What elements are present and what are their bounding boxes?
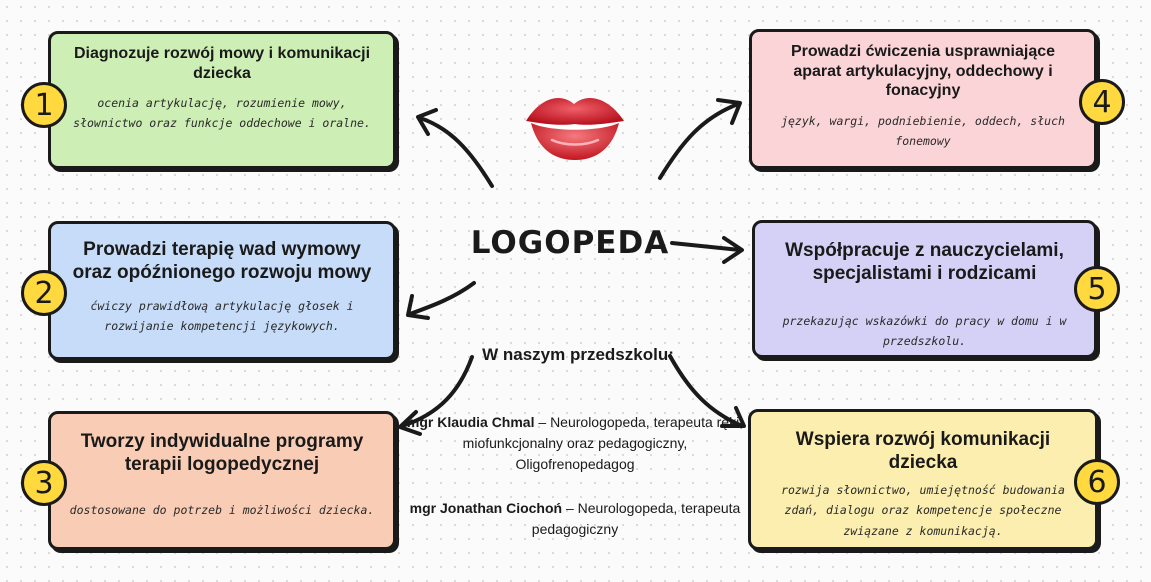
school-heading: W naszym przedszkolu: xyxy=(482,345,674,364)
arrow-icon xyxy=(406,281,476,320)
staff-entry: mgr Jonathan Ciochoń – Neurologopeda, te… xyxy=(405,498,745,540)
card-text: ćwiczy prawidłową artykulację głosek i r… xyxy=(90,299,354,334)
number-badge: 3 xyxy=(21,460,67,506)
card-title: Prowadzi terapię wad wymowy oraz opóźnio… xyxy=(72,239,372,284)
number-badge: 6 xyxy=(1074,459,1120,505)
card-text: rozwija słownictwo, umiejętność budowani… xyxy=(781,483,1065,538)
card-therapy: Prowadzi terapię wad wymowy oraz opóźnio… xyxy=(48,221,396,360)
card-title: Tworzy indywidualne programy terapii log… xyxy=(80,431,364,476)
staff-role: – Neurologopeda, terapeuta pedagogiczny xyxy=(531,500,741,537)
staff-role: – Neurologopeda, terapeuta ręki, miofunk… xyxy=(462,414,744,472)
card-programs: Tworzy indywidualne programy terapii log… xyxy=(48,411,396,550)
number-badge: 1 xyxy=(21,82,67,128)
card-text: ocenia artykulację, rozumienie mowy, sło… xyxy=(73,96,371,131)
card-title: Współpracuje z nauczycielami, specjalist… xyxy=(785,240,1064,285)
arrow-icon xyxy=(658,98,742,180)
card-diagnosis: Diagnozuje rozwój mowy i komunikacji dzi… xyxy=(48,31,396,169)
number-badge: 2 xyxy=(21,270,67,316)
card-text: język, wargi, podniebienie, oddech, słuc… xyxy=(781,113,1065,148)
card-communication: Wspiera rozwój komunikacji dziecka rozwi… xyxy=(748,409,1098,550)
card-cooperation: Współpracuje z nauczycielami, specjalist… xyxy=(752,220,1097,358)
arrow-icon xyxy=(668,354,746,428)
staff-name: mgr Klaudia Chmal xyxy=(406,414,535,430)
arrow-icon xyxy=(398,355,474,436)
center-title: LOGOPEDA xyxy=(470,225,670,261)
card-exercises: Prowadzi ćwiczenia usprawniające aparat … xyxy=(749,29,1097,169)
card-title: Wspiera rozwój komunikacji dziecka xyxy=(795,429,1051,474)
lips-icon xyxy=(526,97,624,160)
arrow-icon xyxy=(670,236,744,264)
number-badge: 5 xyxy=(1074,266,1120,312)
card-text: dostosowane do potrzeb i możliwości dzie… xyxy=(69,503,375,518)
staff-name: mgr Jonathan Ciochoń xyxy=(409,500,563,516)
number-badge: 4 xyxy=(1079,79,1125,125)
card-title: Prowadzi ćwiczenia usprawniające aparat … xyxy=(790,43,1056,100)
card-title: Diagnozuje rozwój mowy i komunikacji dzi… xyxy=(73,45,371,82)
staff-entry: mgr Klaudia Chmal – Neurologopeda, terap… xyxy=(405,412,745,475)
arrow-icon xyxy=(416,108,494,188)
card-text: przekazując wskazówki do pracy w domu i … xyxy=(782,314,1067,349)
